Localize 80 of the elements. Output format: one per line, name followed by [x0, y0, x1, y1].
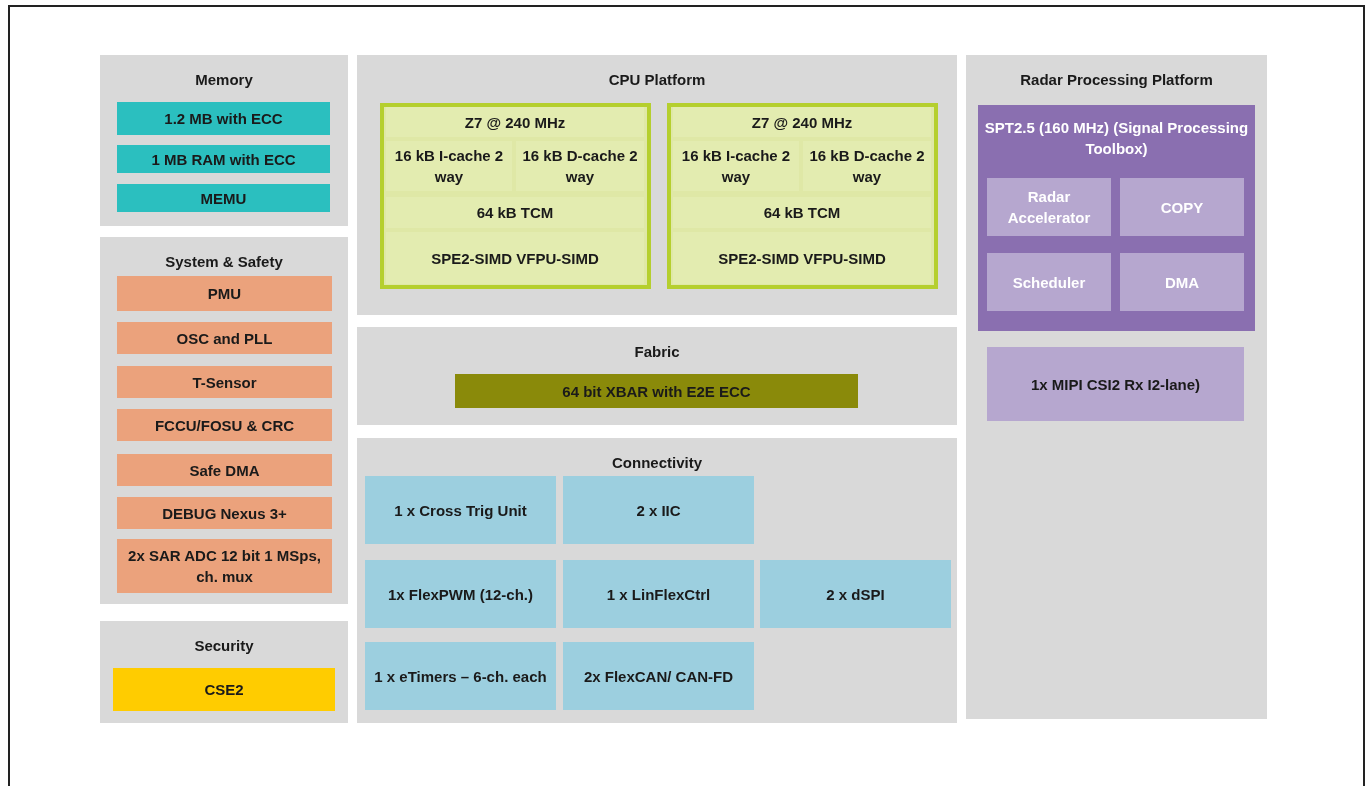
block-label: SPE2-SIMD VFPU-SIMD — [717, 248, 887, 269]
block-label: Connectivity — [611, 453, 703, 473]
radar-block — [1120, 253, 1244, 311]
interface-block — [365, 560, 556, 628]
block-label: 1x FlexPWM (12-ch.) — [386, 584, 534, 605]
block-label: 16 kB I-cache 2 way — [680, 146, 792, 187]
block-label: 2 x IIC — [635, 500, 682, 521]
crossbar-block — [455, 374, 858, 408]
memory-block — [117, 184, 330, 212]
interface-block — [563, 642, 754, 710]
security-block — [113, 668, 335, 711]
safety-block — [117, 366, 332, 398]
safety-block — [117, 322, 332, 354]
radar-block — [987, 253, 1111, 311]
safety-block — [117, 276, 332, 311]
block-label: Security — [193, 636, 255, 656]
block-label: 1 x LinFlexCtrl — [605, 584, 712, 605]
core-frame — [667, 103, 938, 289]
core-frame — [380, 103, 651, 289]
interface-block — [365, 476, 556, 544]
block-label: OSC and PLL — [175, 328, 274, 349]
block-label: 16 kB D-cache 2 way — [808, 146, 926, 187]
block-label: SPT2.5 (160 MHz) (Signal Processing Toolbox) — [983, 118, 1250, 159]
block-label: 16 kB D-cache 2 way — [521, 146, 639, 187]
block-label: DMA — [1163, 272, 1201, 293]
interface-block — [563, 476, 754, 544]
block-label: Z7 @ 240 MHz — [463, 112, 567, 133]
core-block — [673, 107, 931, 137]
group-panel — [100, 237, 348, 604]
radar-block — [1120, 178, 1244, 236]
core-block — [673, 232, 931, 284]
safety-block — [117, 454, 332, 486]
memory-block — [117, 145, 330, 173]
block-label: 1 x Cross Trig Unit — [393, 500, 528, 521]
safety-block — [117, 409, 332, 441]
interface-block — [760, 560, 951, 628]
radar-block — [987, 178, 1111, 236]
block-label: 64 bit XBAR with E2E ECC — [561, 381, 752, 402]
block-label: Z7 @ 240 MHz — [750, 112, 854, 133]
block-label: COPY — [1159, 197, 1205, 218]
block-label: CPU Platform — [607, 70, 707, 90]
block-label: SPE2-SIMD VFPU-SIMD — [430, 248, 600, 269]
interface-block — [563, 560, 754, 628]
safety-block — [117, 539, 332, 593]
block-label: MEMU — [199, 188, 248, 209]
block-label: Scheduler — [1011, 272, 1087, 293]
core-block — [386, 107, 644, 137]
block-label: System & Safety — [164, 252, 284, 272]
block-label: DEBUG Nexus 3+ — [161, 503, 288, 524]
toolbox-panel — [978, 105, 1255, 331]
block-label: 1 MB RAM with ECC — [150, 149, 297, 170]
block-label: Safe DMA — [188, 460, 261, 481]
block-label: Radar Processing Platform — [1019, 70, 1214, 90]
block-label: PMU — [206, 284, 243, 304]
group-panel — [357, 327, 957, 425]
block-label: 64 kB TCM — [762, 203, 842, 223]
radar-block — [987, 347, 1244, 421]
interface-block — [365, 642, 556, 710]
group-panel — [357, 55, 957, 315]
block-label: 1.2 MB with ECC — [163, 109, 284, 129]
block-label: 1 x eTimers – 6-ch. each — [373, 666, 548, 687]
block-label: 1x MIPI CSI2 Rx I2-lane) — [1029, 374, 1202, 395]
block-label: Radar Accelerator — [1006, 187, 1092, 228]
block-label: 2x SAR ADC 12 bit 1 MSps, ch. mux — [127, 546, 322, 587]
safety-block — [117, 497, 332, 529]
block-label: 2x FlexCAN/ CAN-FD — [582, 666, 735, 687]
block-label: FCCU/FOSU & CRC — [153, 415, 296, 436]
block-label: CSE2 — [203, 680, 245, 700]
block-label: 64 kB TCM — [475, 203, 555, 223]
group-panel — [100, 55, 348, 226]
memory-block — [117, 102, 330, 135]
block-label: Memory — [194, 70, 254, 90]
block-label: 16 kB I-cache 2 way — [393, 146, 505, 187]
block-label: Fabric — [633, 342, 681, 362]
group-panel — [100, 621, 348, 723]
group-panel — [966, 55, 1267, 719]
block-label: T-Sensor — [191, 372, 258, 393]
block-label: 2 x dSPI — [825, 584, 886, 605]
group-panel — [357, 438, 957, 723]
core-block — [386, 232, 644, 284]
